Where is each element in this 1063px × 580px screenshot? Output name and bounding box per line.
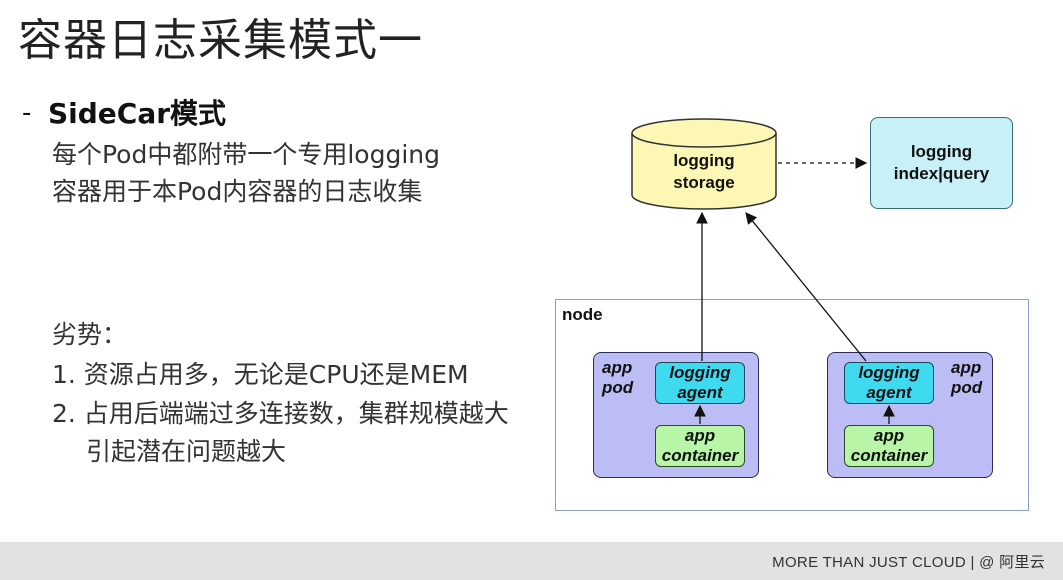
right-app-container: app container [844,425,934,467]
logging-storage-cylinder [631,118,777,210]
drawback-item-2-continued: 引起潜在问题越大 [86,437,287,466]
drawbacks-label: 劣势： [52,320,128,349]
right-container-label-line-2: container [850,446,928,465]
storage-label-line-2: storage [673,173,735,192]
left-pod-label: app pod [602,358,633,398]
left-container-label-line-2: container [661,446,739,465]
left-logging-agent: logging agent [655,362,745,404]
storage-label-line-1: logging [673,151,735,170]
description-line-2: 容器用于本Pod内容器的日志收集 [52,177,423,206]
right-logging-agent: logging agent [844,362,934,404]
left-app-container: app container [655,425,745,467]
bullet-dash: - [22,98,32,128]
right-agent-label-line-1: logging [858,363,920,382]
slide-title: 容器日志采集模式一 [18,15,423,66]
right-pod-label-line-2: pod [951,378,983,397]
node-label: node [562,305,603,324]
storage-label: logging storage [632,150,776,194]
left-agent-label-line-1: logging [669,363,731,382]
left-agent-label-line-2: agent [677,383,723,402]
right-agent-to-storage-arrow [745,212,867,362]
index-label-line-1: logging [910,142,973,161]
right-pod-label-line-1: app [951,358,982,377]
index-label-line-2: index|query [893,164,990,183]
left-pod-label-line-1: app [602,358,633,377]
left-container-label-line-1: app [684,426,716,445]
drawback-item-1: 1. 资源占用多，无论是CPU还是MEM [52,360,469,389]
logging-index-query-box: logging index|query [870,117,1013,209]
drawback-item-2: 2. 占用后端端过多连接数，集群规模越大 [52,399,509,428]
right-agent-label-line-2: agent [866,383,912,402]
right-pod-label: app pod [951,358,982,398]
footer-bar [0,542,1063,580]
description-line-1: 每个Pod中都附带一个专用logging [52,140,440,169]
left-pod-label-line-2: pod [602,378,634,397]
subheading: SideCar模式 [48,97,227,130]
footer-text: MORE THAN JUST CLOUD | @ 阿里云 [772,554,1045,571]
right-container-label-line-1: app [873,426,905,445]
